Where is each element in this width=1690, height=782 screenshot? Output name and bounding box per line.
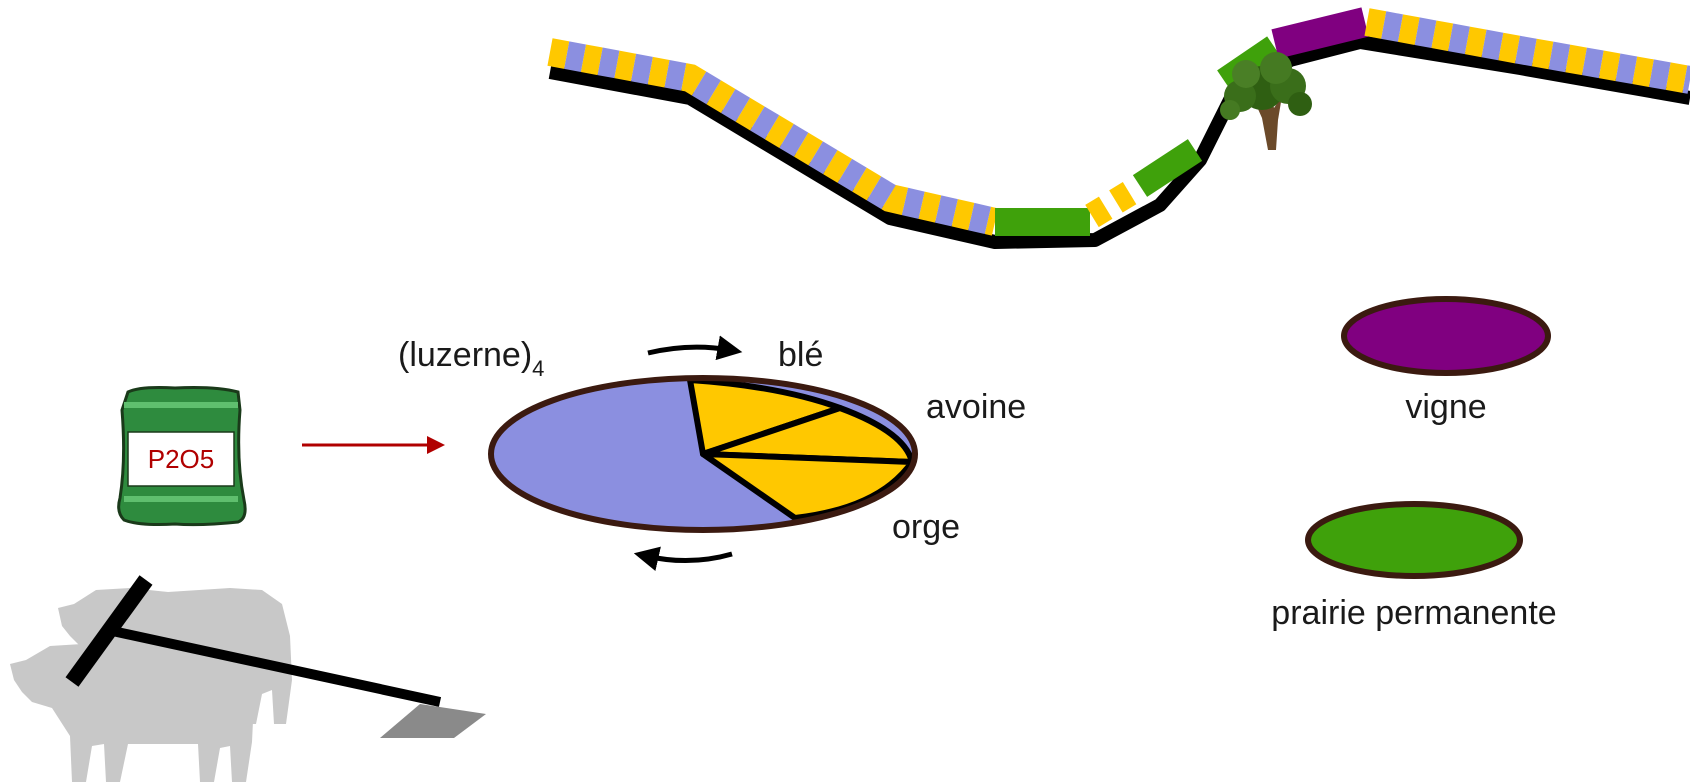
oxen-plough-icon [10,580,486,782]
strip-vigne [1275,22,1365,44]
strip-baseline [550,42,1690,242]
rotation-arrow-bottom [646,554,732,561]
crop-label-avoine: avoine [926,388,1026,426]
prairie-swatch [1308,504,1520,576]
strip-rotation-small [1092,188,1138,216]
landscape-strip [550,22,1690,242]
luzerne-label: (luzerne)4 [398,336,544,381]
luzerne-years: 4 [532,356,544,381]
prairie-label: prairie permanente [1271,594,1556,632]
fertilizer-label: P2O5 [148,444,215,474]
strip-rotation-fields [550,52,995,222]
rotation-arrow-top [648,347,730,353]
vigne-swatch [1344,299,1548,373]
crop-label-ble: blé [778,336,823,374]
crop-label-orge: orge [892,508,960,546]
rotation-pie [491,378,915,530]
vigne-label: vigne [1405,388,1486,426]
luzerne-name: (luzerne) [398,336,532,374]
